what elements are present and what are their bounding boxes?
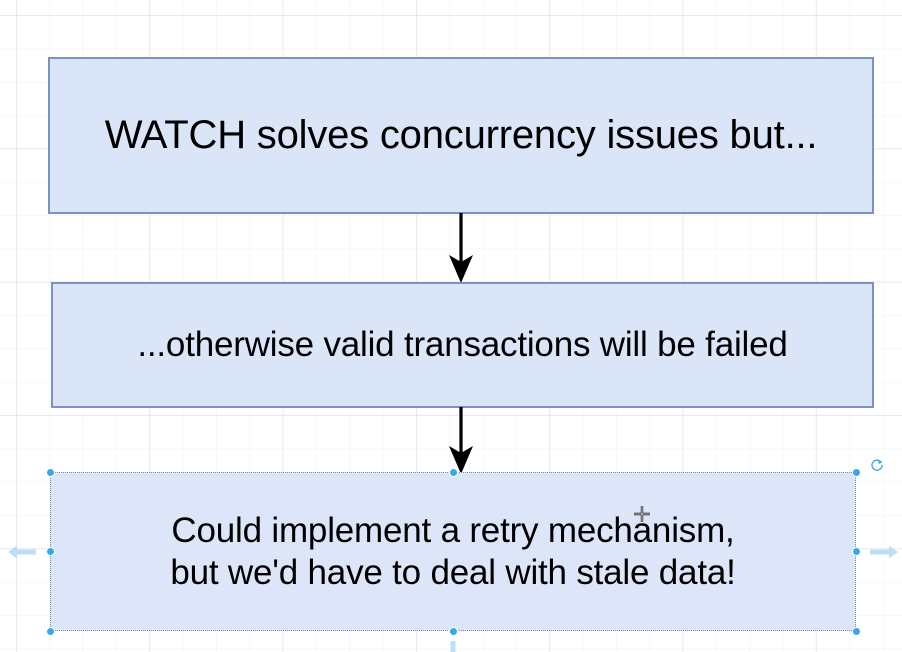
arrow-left-icon[interactable] — [8, 544, 36, 565]
flow-node-could-implement-retry[interactable]: Could implement a retry mechanism, but w… — [50, 472, 856, 631]
arrow-down-icon — [449, 407, 473, 474]
connector-node1-to-node2[interactable] — [446, 213, 476, 283]
rotate-icon[interactable] — [870, 458, 884, 477]
flow-node-watch-solves[interactable]: WATCH solves concurrency issues but... — [48, 57, 874, 214]
arrow-right-icon[interactable] — [870, 544, 898, 565]
flow-node-label: Could implement a retry mechanism, but w… — [170, 511, 736, 592]
flow-node-label: WATCH solves concurrency issues but... — [104, 112, 818, 157]
arrow-down-icon — [449, 213, 473, 283]
flow-node-label: ...otherwise valid transactions will be … — [137, 325, 788, 365]
connector-node2-to-node3[interactable] — [446, 407, 476, 474]
flow-node-otherwise-valid[interactable]: ...otherwise valid transactions will be … — [51, 282, 874, 408]
arrow-down-icon[interactable] — [445, 641, 461, 652]
